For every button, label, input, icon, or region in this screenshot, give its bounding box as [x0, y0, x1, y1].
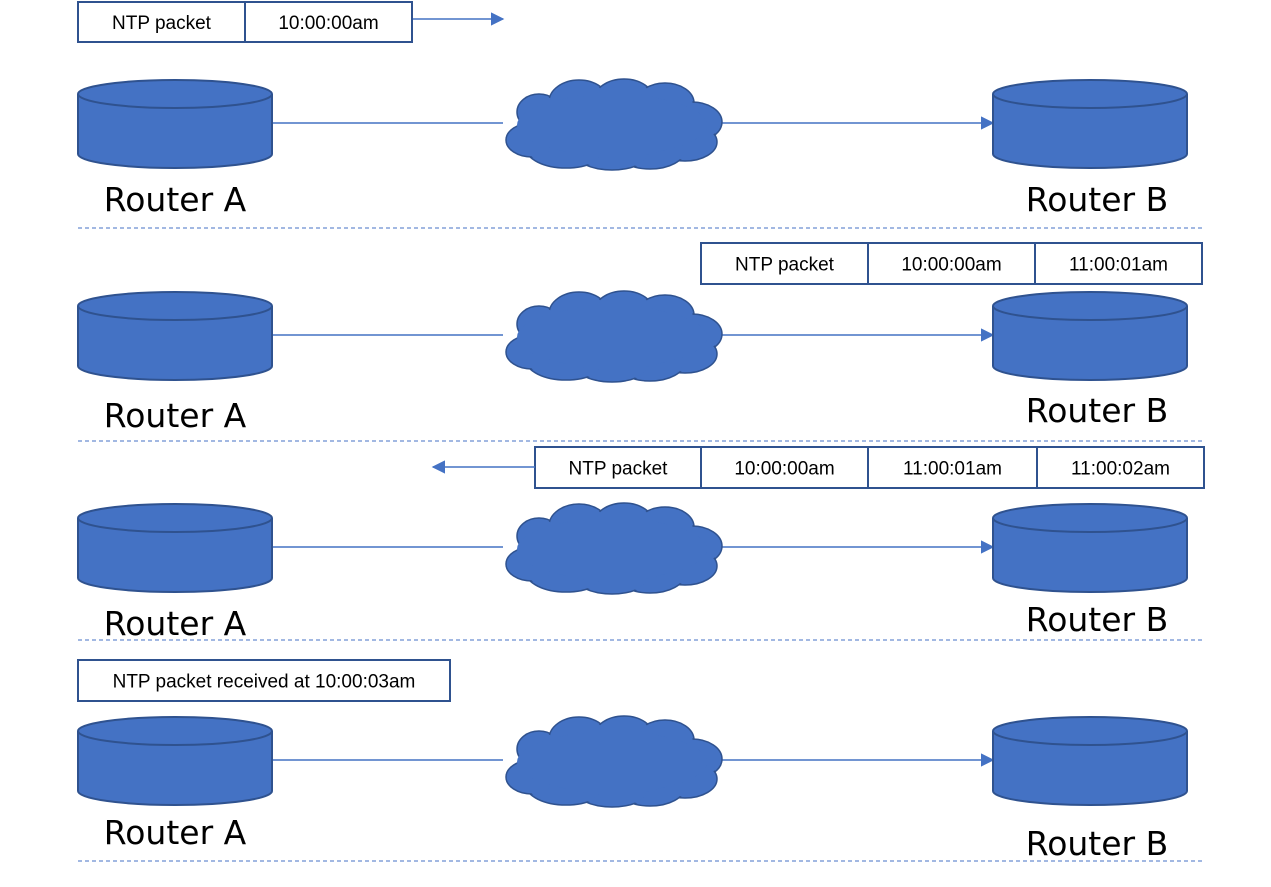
router-top: [77, 503, 273, 533]
packet-box: NTP packet 10:00:00am 11:00:01am 11:00:02am: [534, 446, 1205, 489]
panel-1: Router A Router B NTP packet 10:00:00am: [77, 1, 1203, 229]
packet-field: [867, 446, 1038, 489]
packet-field-text: NTP packet: [569, 459, 669, 480]
router-b-label: Router B: [1026, 391, 1169, 430]
packet-field-text: 10:00:00am: [278, 13, 378, 34]
packet-field-text: NTP packet: [112, 13, 212, 34]
router-b-icon: [992, 716, 1188, 806]
router-body: [77, 731, 273, 806]
packet-field: [867, 242, 1036, 285]
router-body: [992, 731, 1188, 806]
panel-3: Router A Router B NTP packet 10:00:00am 11:0…: [77, 446, 1205, 643]
panel-4: Router A Router B NTP packet received at 1…: [77, 659, 1203, 863]
router-top: [992, 79, 1188, 109]
packet-box: NTP packet received at 10:00:03am: [77, 659, 451, 702]
cloud-icon: [505, 290, 723, 383]
packet-field: [1036, 446, 1205, 489]
panel-2: Router A Router B NTP packet 10:00:00am 11:0…: [77, 242, 1203, 442]
router-body: [992, 518, 1188, 593]
router-top: [77, 79, 273, 109]
router-top: [992, 503, 1188, 533]
router-body: [992, 94, 1188, 169]
cloud-icon: [505, 502, 723, 595]
router-a-label: Router A: [104, 813, 247, 852]
packet-field: [77, 1, 246, 43]
router-top: [77, 716, 273, 746]
packet-box: NTP packet 10:00:00am 11:00:01am: [700, 242, 1203, 285]
packet-field: [244, 1, 413, 43]
router-body: [77, 306, 273, 381]
packet-field-text: 10:00:00am: [734, 459, 834, 480]
router-b-icon: [992, 79, 1188, 169]
packet-field-text: NTP packet received at 10:00:03am: [113, 672, 416, 693]
router-b-label: Router B: [1026, 824, 1169, 863]
router-a-label: Router A: [104, 604, 247, 643]
router-b-icon: [992, 503, 1188, 593]
router-b-label: Router B: [1026, 180, 1169, 219]
router-a-icon: [77, 503, 273, 593]
router-b-icon: [992, 291, 1188, 381]
packet-field-text: NTP packet: [735, 255, 835, 276]
router-body: [77, 94, 273, 169]
cloud-icon: [505, 78, 723, 171]
router-b-label: Router B: [1026, 600, 1169, 639]
cloud-icon: [505, 715, 723, 808]
packet-field-text: 11:00:01am: [903, 459, 1002, 480]
packet-field-text: 11:00:02am: [1071, 459, 1170, 480]
router-top: [992, 716, 1188, 746]
packet-field-text: 11:00:01am: [1069, 255, 1168, 276]
router-body: [77, 518, 273, 593]
router-a-label: Router A: [104, 396, 247, 435]
router-a-icon: [77, 291, 273, 381]
packet-field-text: 10:00:00am: [901, 255, 1001, 276]
packet-field: [1034, 242, 1203, 285]
router-body: [992, 306, 1188, 381]
packet-field: [77, 659, 451, 702]
packet-box: NTP packet 10:00:00am: [77, 1, 413, 43]
router-a-icon: [77, 716, 273, 806]
router-a-icon: [77, 79, 273, 169]
router-top: [77, 291, 273, 321]
router-a-label: Router A: [104, 180, 247, 219]
packet-field: [700, 242, 869, 285]
router-top: [992, 291, 1188, 321]
packet-field: [700, 446, 869, 489]
